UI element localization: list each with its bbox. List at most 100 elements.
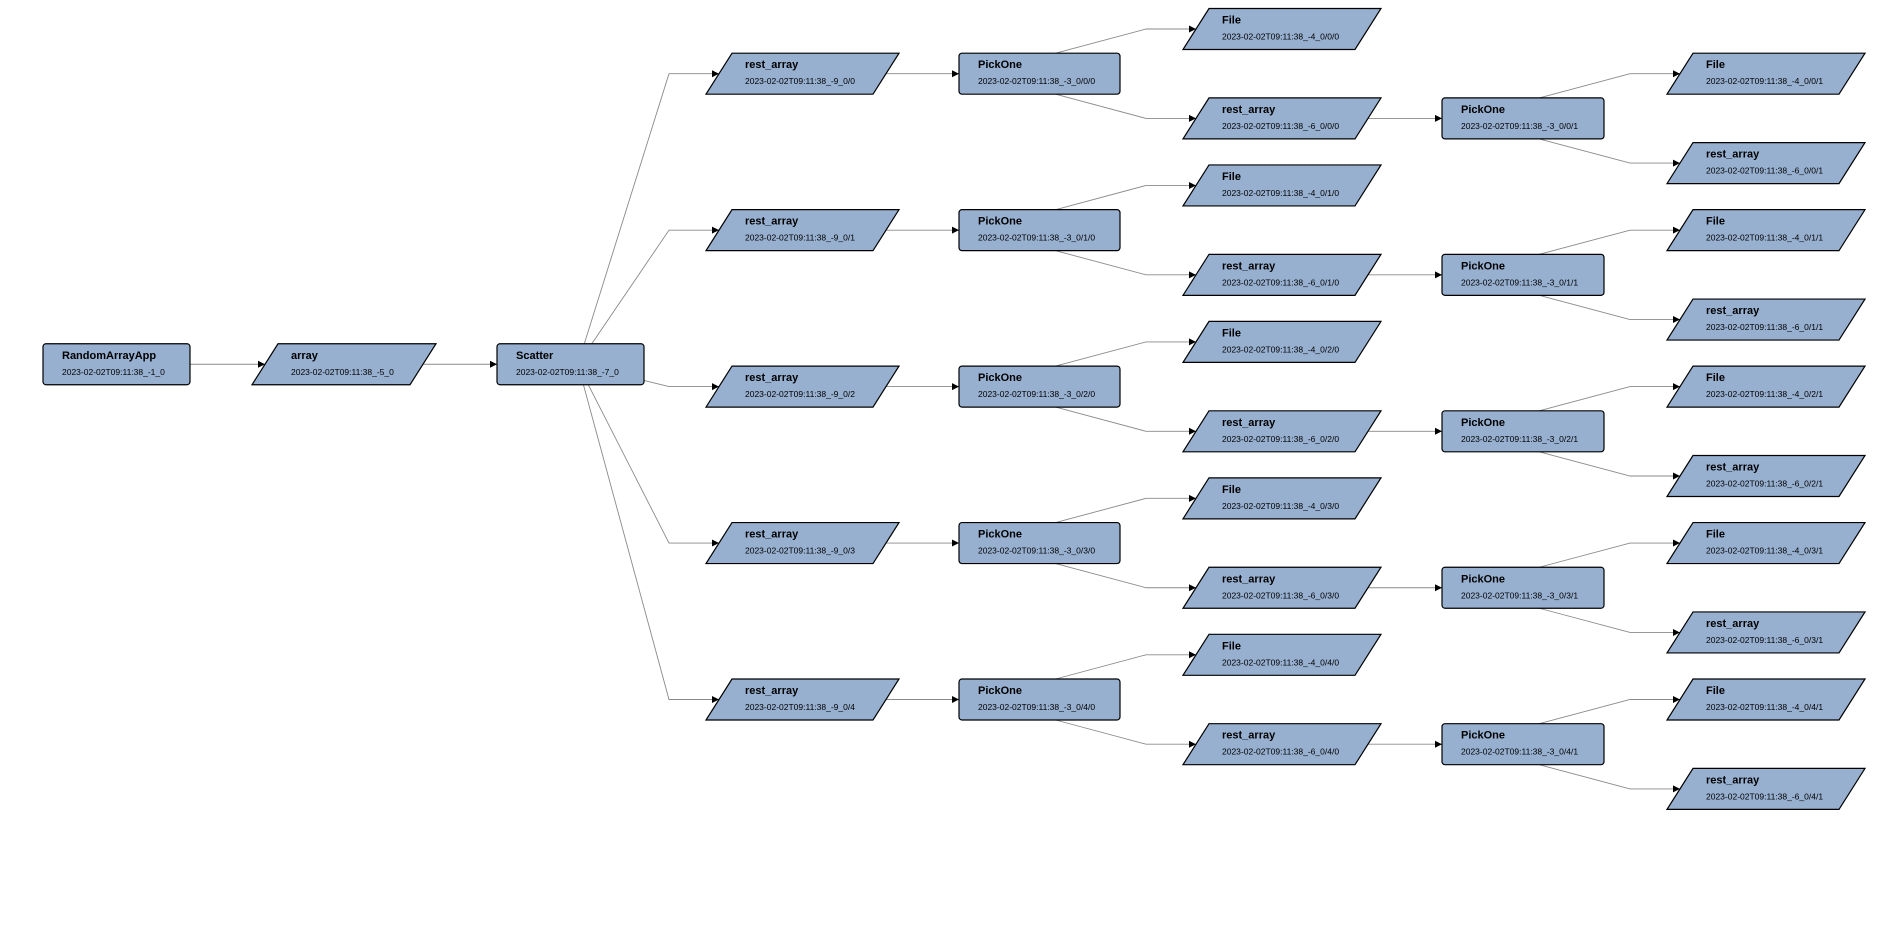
data-parallelogram [704, 521, 901, 565]
node-subtitle: 2023-02-02T09:11:38_-9_0/3 [745, 546, 855, 556]
node-title: File [1222, 171, 1241, 183]
node-subtitle: 2023-02-02T09:11:38_-3_0/2/1 [1461, 434, 1578, 444]
node-subtitle: 2023-02-02T09:11:38_-6_0/4/0 [1222, 747, 1339, 757]
data-node-f1[interactable]: File 2023-02-02T09:11:38_-4_0/1/0 [1181, 164, 1383, 207]
data-parallelogram [1665, 52, 1867, 95]
node-title: File [1222, 15, 1241, 27]
data-node-f0[interactable]: File 2023-02-02T09:11:38_-4_0/0/0 [1181, 7, 1383, 51]
edge-pp1-to-g1 [1539, 226, 1680, 255]
app-node-po1[interactable]: PickOne 2023-02-02T09:11:38_-3_0/1/0 [958, 209, 1121, 252]
node-title: File [1222, 327, 1241, 339]
node-subtitle: 2023-02-02T09:11:38_-3_0/0/1 [1461, 121, 1578, 131]
node-title: File [1706, 59, 1725, 71]
node-subtitle: 2023-02-02T09:11:38_-4_0/0/0 [1222, 32, 1339, 42]
node-title: rest_array [1222, 260, 1276, 272]
data-node-ra2[interactable]: rest_array 2023-02-02T09:11:38_-9_0/2 [704, 365, 901, 408]
app-box [1441, 410, 1605, 453]
edge-po1-to-f1 [1055, 181, 1196, 211]
edge-pp4-to-rc4 [1539, 764, 1680, 793]
data-parallelogram [1181, 320, 1383, 363]
node-title: PickOne [978, 372, 1022, 384]
edge-scatter-to-ra3 [577, 364, 719, 547]
node-title: PickOne [978, 216, 1022, 228]
app-node-pp1[interactable]: PickOne 2023-02-02T09:11:38_-3_0/1/1 [1441, 253, 1605, 296]
app-node-pp3[interactable]: PickOne 2023-02-02T09:11:38_-3_0/3/1 [1441, 566, 1605, 609]
node-subtitle: 2023-02-02T09:11:38_-6_0/2/0 [1222, 434, 1339, 444]
node-title: rest_array [1222, 417, 1276, 429]
node-title: rest_array [1706, 618, 1760, 630]
node-title: rest_array [1706, 305, 1760, 317]
node-title: rest_array [745, 372, 799, 384]
node-subtitle: 2023-02-02T09:11:38_-4_0/1/1 [1706, 233, 1823, 243]
node-title: PickOne [1461, 417, 1505, 429]
node-title: PickOne [1461, 260, 1505, 272]
node-subtitle: 2023-02-02T09:11:38_-4_0/2/1 [1706, 389, 1823, 399]
data-parallelogram [704, 52, 901, 95]
node-subtitle: 2023-02-02T09:11:38_-3_0/1/0 [978, 233, 1095, 243]
node-title: File [1706, 529, 1725, 541]
edge-po4-to-f4 [1055, 651, 1196, 680]
node-subtitle: 2023-02-02T09:11:38_-3_0/2/0 [978, 389, 1095, 399]
node-subtitle: 2023-02-02T09:11:38_-5_0 [291, 367, 394, 377]
node-title: File [1706, 685, 1725, 697]
node-title: rest_array [1706, 774, 1760, 786]
app-box [958, 52, 1121, 95]
node-title: File [1222, 640, 1241, 652]
data-node-rb2[interactable]: rest_array 2023-02-02T09:11:38_-6_0/2/0 [1181, 410, 1383, 453]
node-subtitle: 2023-02-02T09:11:38_-3_0/1/1 [1461, 277, 1578, 287]
node-title: PickOne [1461, 573, 1505, 585]
node-title: File [1222, 484, 1241, 496]
node-title: PickOne [978, 59, 1022, 71]
app-node-po2[interactable]: PickOne 2023-02-02T09:11:38_-3_0/2/0 [958, 365, 1121, 408]
data-parallelogram [1181, 477, 1383, 520]
edges [190, 25, 1680, 793]
edge-pp0-to-rc0 [1539, 138, 1680, 167]
app-box [496, 343, 645, 386]
data-parallelogram [1181, 7, 1383, 51]
app-box [1441, 253, 1605, 296]
node-subtitle: 2023-02-02T09:11:38_-4_0/1/0 [1222, 188, 1339, 198]
data-parallelogram [1665, 611, 1867, 654]
edge-pp1-to-rc1 [1539, 294, 1680, 324]
app-box [42, 343, 191, 386]
node-subtitle: 2023-02-02T09:11:38_-9_0/4 [745, 702, 855, 712]
data-parallelogram [704, 678, 901, 721]
node-subtitle: 2023-02-02T09:11:38_-6_0/2/1 [1706, 479, 1823, 489]
node-subtitle: 2023-02-02T09:11:38_-3_0/3/1 [1461, 590, 1578, 600]
app-node-pp2[interactable]: PickOne 2023-02-02T09:11:38_-3_0/2/1 [1441, 410, 1605, 453]
edge-po0-to-f0 [1055, 25, 1196, 54]
data-parallelogram [704, 365, 901, 408]
node-subtitle: 2023-02-02T09:11:38_-9_0/2 [745, 389, 855, 399]
data-parallelogram [1665, 454, 1867, 498]
